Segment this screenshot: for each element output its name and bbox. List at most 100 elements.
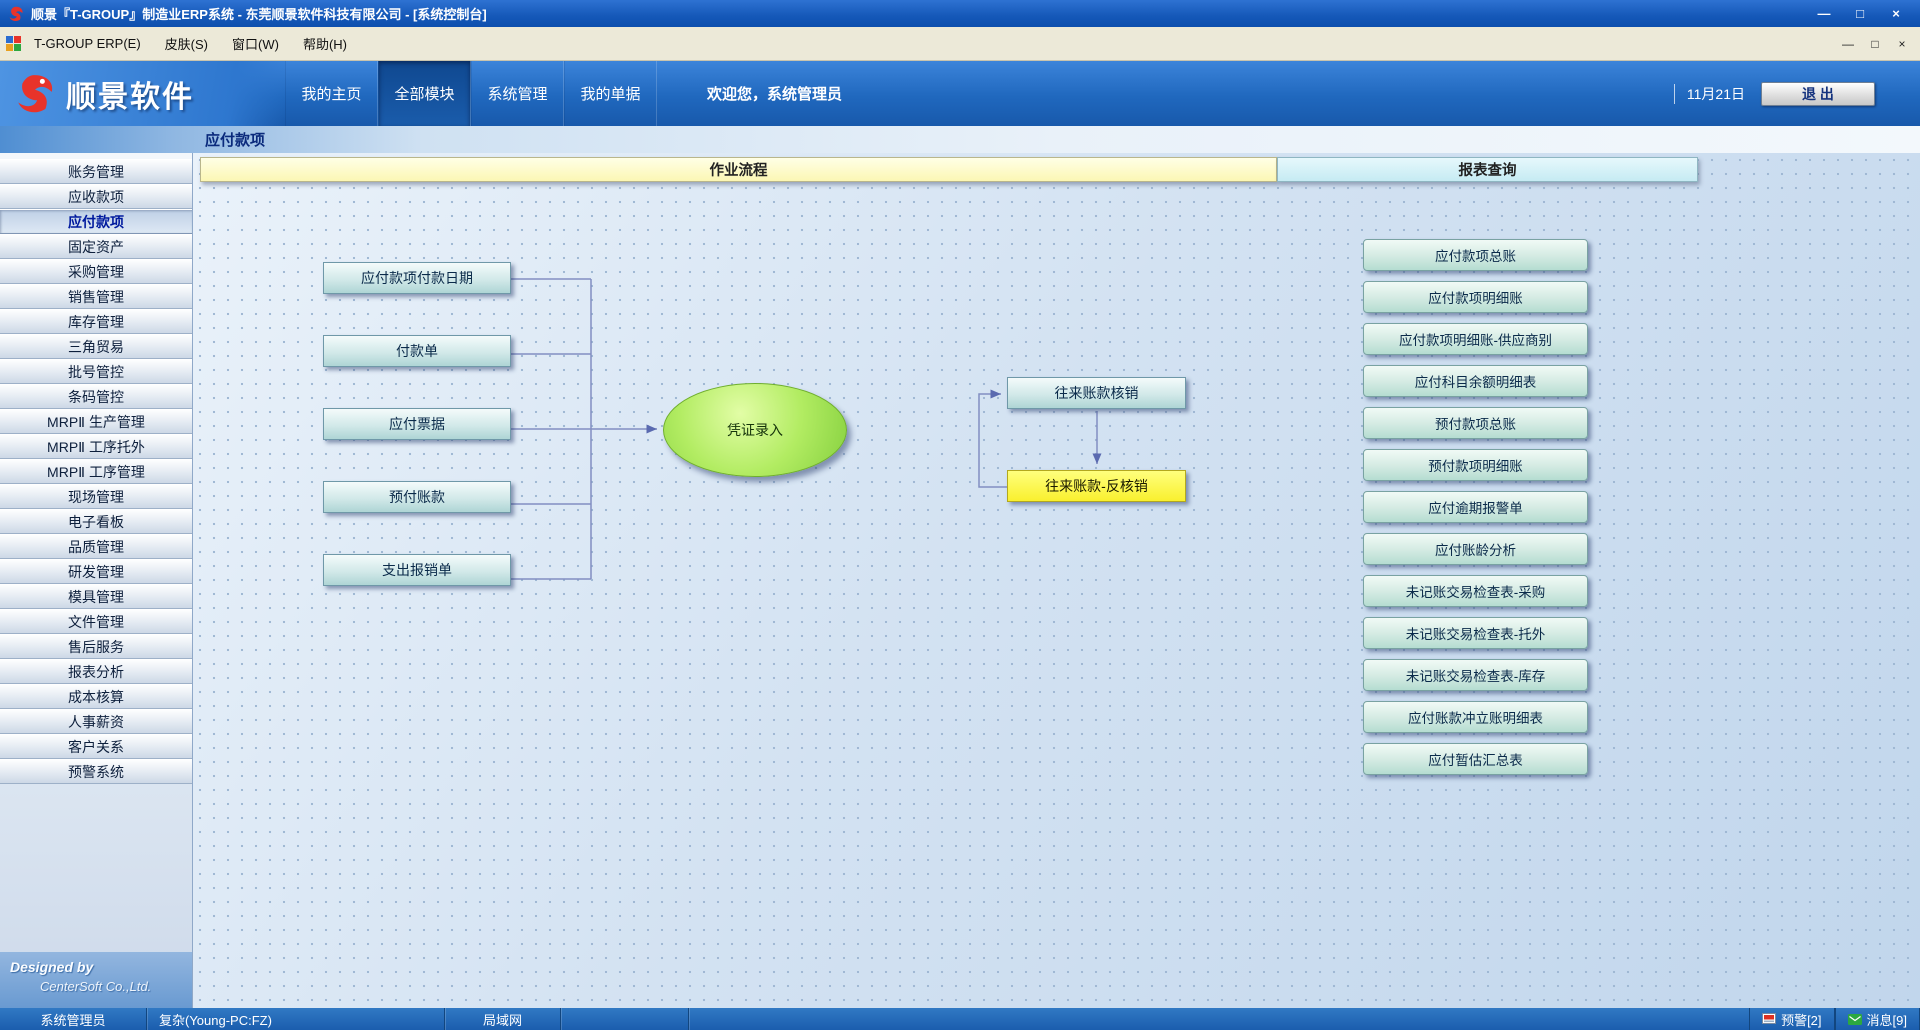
flow-source-box[interactable]: 预付账款 [323,481,511,513]
sidebar-item[interactable]: 固定资产 [0,234,192,259]
report-button-list: 应付款项总账应付款项明细账应付款项明细账-供应商别应付科目余额明细表预付款项总账… [1363,239,1588,775]
sidebar-item[interactable]: 电子看板 [0,509,192,534]
sidebar-item[interactable]: 应付款项 [0,209,192,234]
status-alerts-label: 预警[2] [1781,1012,1822,1028]
menu-item[interactable]: 皮肤(S) [154,30,219,57]
report-button[interactable]: 应付款项总账 [1363,239,1588,271]
flow-source-box[interactable]: 应付款项付款日期 [323,262,511,294]
close-icon[interactable]: × [1892,6,1900,21]
mdi-close-icon[interactable]: × [1898,36,1906,51]
sidebar-item[interactable]: 文件管理 [0,609,192,634]
header-tab-label: 全部模块 [394,86,455,103]
sidebar-item[interactable]: MRPⅡ 工序管理 [0,459,192,484]
mdi-restore-icon[interactable]: □ [1871,36,1879,51]
report-button[interactable]: 预付款项明细账 [1363,449,1588,481]
sidebar-item-label: MRPⅡ 生产管理 [47,413,145,430]
maximize-icon[interactable]: □ [1856,6,1864,21]
app-logo-icon [8,6,24,22]
header-tab-label: 我的单据 [580,86,641,103]
report-button-label: 预付款项总账 [1435,417,1516,432]
sidebar-item[interactable]: 售后服务 [0,634,192,659]
sidebar-item[interactable]: 现场管理 [0,484,192,509]
flow-node-voucher-entry[interactable]: 凭证录入 [663,383,847,477]
status-network: 局域网 [445,1008,561,1030]
sidebar-item[interactable]: 销售管理 [0,284,192,309]
sidebar-item-label: 采购管理 [68,263,124,280]
erp-menu-icon [6,36,21,51]
header-tab[interactable]: 系统管理 [471,61,564,126]
sidebar-item[interactable]: MRPⅡ 生产管理 [0,409,192,434]
header-tab[interactable]: 全部模块 [378,61,471,126]
report-button[interactable]: 未记账交易检查表-托外 [1363,617,1588,649]
report-button[interactable]: 应付科目余额明细表 [1363,365,1588,397]
company-text: CenterSoft Co.,Ltd. [40,979,152,994]
sidebar-item[interactable]: 三角贸易 [0,334,192,359]
flow-node-voucher-entry-label: 凭证录入 [727,422,783,438]
menu-item[interactable]: 帮助(H) [292,30,358,57]
sidebar-item[interactable]: 品质管理 [0,534,192,559]
exit-button[interactable]: 退 出 [1761,81,1875,106]
report-button[interactable]: 应付款项明细账 [1363,281,1588,313]
header-tab-label: 系统管理 [487,86,548,103]
mdi-minimize-icon[interactable]: — [1842,36,1854,51]
report-button[interactable]: 应付账款冲立账明细表 [1363,701,1588,733]
sidebar-item-label: 品质管理 [68,538,124,555]
header: 顺景软件 我的主页全部模块系统管理我的单据 欢迎您，系统管理员 11月21日 退… [0,61,1920,126]
flow-source-box[interactable]: 支出报销单 [323,554,511,586]
report-button[interactable]: 未记账交易检查表-库存 [1363,659,1588,691]
sidebar-item-label: 客户关系 [68,738,124,755]
menu-item[interactable]: T-GROUP ERP(E) [23,32,152,55]
sidebar-item-label: 人事薪资 [68,713,124,730]
status-empty-segment [561,1008,689,1030]
menu-item-label: T-GROUP ERP(E) [34,36,141,51]
sidebar-item[interactable]: 模具管理 [0,584,192,609]
sidebar-item-label: 研发管理 [68,563,124,580]
minimize-icon[interactable]: — [1817,6,1831,21]
sidebar-item[interactable]: 研发管理 [0,559,192,584]
header-tab[interactable]: 我的单据 [564,61,657,126]
status-messages[interactable]: 消息[9] [1834,1008,1920,1030]
report-button[interactable]: 应付逾期报警单 [1363,491,1588,523]
page-title: 应付款项 [205,132,266,149]
sidebar-item[interactable]: 条码管控 [0,384,192,409]
sidebar-item[interactable]: 成本核算 [0,684,192,709]
sidebar-item[interactable]: 人事薪资 [0,709,192,734]
sidebar-item[interactable]: 客户关系 [0,734,192,759]
sidebar-item[interactable]: 预警系统 [0,759,192,784]
sidebar-item-label: 应付款项 [68,213,124,230]
report-button-label: 应付科目余额明细表 [1414,375,1537,390]
sidebar-item-label: MRPⅡ 工序管理 [47,463,145,480]
section-reports-label: 报表查询 [1458,163,1517,179]
sidebar-item[interactable]: 库存管理 [0,309,192,334]
report-button-label: 应付款项明细账 [1428,291,1523,306]
section-header-flow: 作业流程 [200,157,1277,182]
status-messages-label: 消息[9] [1866,1012,1907,1028]
report-button-label: 应付逾期报警单 [1428,501,1523,516]
flow-source-box[interactable]: 应付票据 [323,408,511,440]
report-button[interactable]: 应付款项明细账-供应商别 [1363,323,1588,355]
sidebar-item[interactable]: MRPⅡ 工序托外 [0,434,192,459]
sidebar-item[interactable]: 报表分析 [0,659,192,684]
menu-bar: — □ × T-GROUP ERP(E) 皮肤(S)窗口(W)帮助(H) [0,27,1920,61]
sidebar-item[interactable]: 账务管理 [0,159,192,184]
report-button-label: 未记账交易检查表-库存 [1405,669,1546,684]
report-button-label: 预付款项明细账 [1428,459,1523,474]
report-button[interactable]: 应付账龄分析 [1363,533,1588,565]
flow-node-reconcile[interactable]: 往来账款核销 [1007,377,1186,409]
report-button[interactable]: 应付暂估汇总表 [1363,743,1588,775]
menu-item[interactable]: 窗口(W) [221,30,290,57]
flow-node-reverse-reconcile[interactable]: 往来账款-反核销 [1007,470,1186,502]
flow-source-box[interactable]: 付款单 [323,335,511,367]
sidebar-footer: Designed by CenterSoft Co.,Ltd. [0,952,192,1008]
report-button[interactable]: 未记账交易检查表-采购 [1363,575,1588,607]
sidebar-item[interactable]: 应收款项 [0,184,192,209]
report-button-label: 未记账交易检查表-采购 [1405,585,1546,600]
sidebar-item-label: 销售管理 [68,288,124,305]
header-tab[interactable]: 我的主页 [285,61,378,126]
sidebar-item[interactable]: 批号管控 [0,359,192,384]
sidebar-item-label: 条码管控 [68,388,124,405]
status-alerts[interactable]: 预警[2] [1749,1008,1835,1030]
report-button[interactable]: 预付款项总账 [1363,407,1588,439]
sidebar-item[interactable]: 采购管理 [0,259,192,284]
alert-icon [1762,1013,1777,1025]
